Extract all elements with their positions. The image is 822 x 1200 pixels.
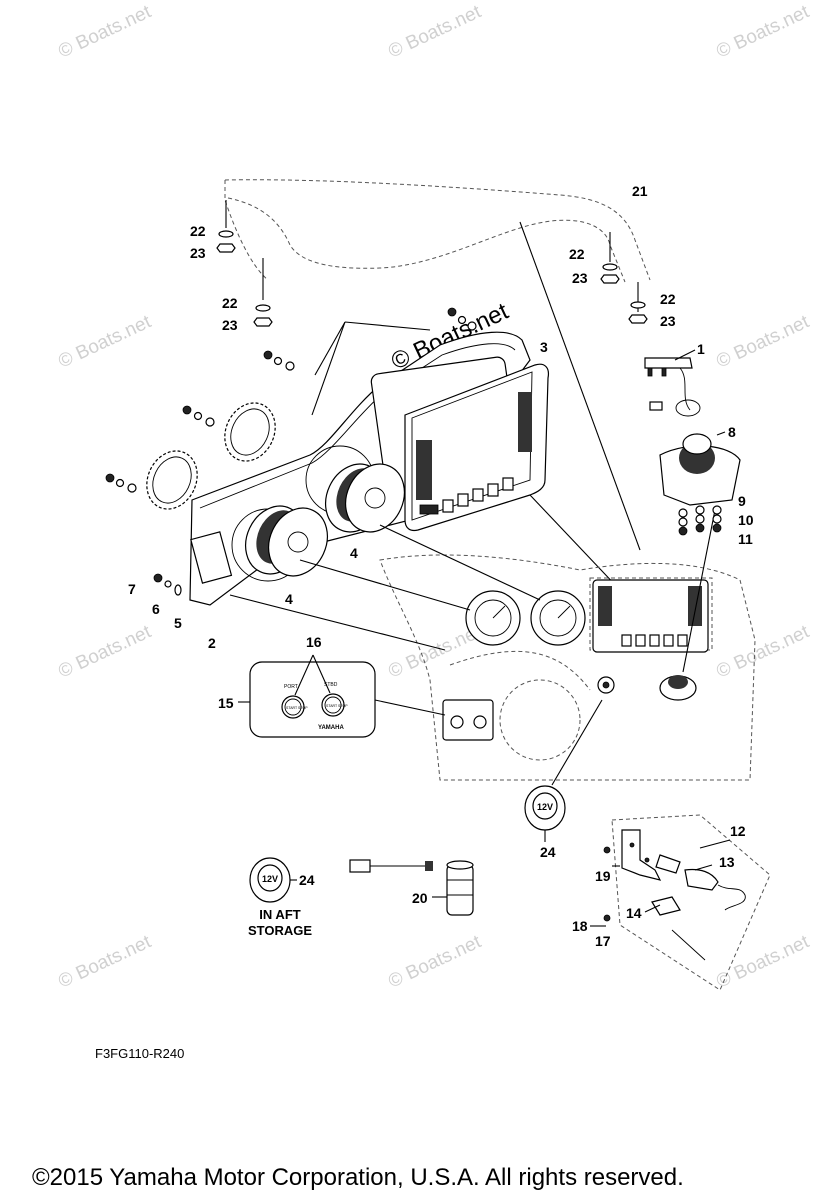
callout-14: 14: [626, 905, 642, 921]
watermark: © Boats.net: [385, 1, 485, 62]
watermark: © Boats.net: [713, 621, 813, 682]
callout-5: 5: [174, 615, 182, 631]
callout-11: 11: [738, 531, 753, 547]
callout-4: 4: [350, 545, 358, 561]
callout-3: 3: [540, 339, 548, 355]
gauge-4-right: [325, 463, 405, 533]
display-3: [404, 363, 621, 591]
aft-storage-label: IN AFT STORAGE: [240, 907, 320, 939]
dashboard-outline: [229, 524, 756, 781]
callout-18: 18: [572, 918, 588, 934]
callout-21: 21: [632, 183, 648, 199]
callout-4: 4: [285, 591, 293, 607]
callout-23: 23: [222, 317, 238, 333]
callout-6: 6: [152, 601, 160, 617]
control-knob-8: [659, 431, 741, 673]
watermark: © Boats.net: [385, 931, 485, 992]
callout-8: 8: [728, 424, 736, 440]
callout-7: 7: [128, 581, 136, 597]
switch-panel-15: PORT STBD START STOP START STOP YAMAHA: [238, 654, 376, 738]
small-hardware: [105, 307, 477, 596]
callout-1: 1: [697, 341, 705, 357]
callout-17: 17: [595, 933, 611, 949]
switch-button-label: START STOP: [326, 704, 348, 708]
switch-stbd-label: STBD: [324, 682, 338, 688]
copyright-notice: ©2015 Yamaha Motor Corporation, U.S.A. A…: [32, 1164, 684, 1191]
fasteners-22-23: [216, 230, 648, 327]
callout-24: 24: [299, 872, 315, 888]
watermark: © Boats.net: [55, 311, 155, 372]
callout-2: 2: [208, 635, 216, 651]
callout-24: 24: [540, 844, 556, 860]
socket-label: 12V: [262, 874, 278, 884]
buzzer-1: [644, 349, 701, 417]
callout-16: 16: [306, 634, 322, 650]
watermark: © Boats.net: [713, 931, 813, 992]
callout-22: 22: [222, 295, 238, 311]
switch-port-label: PORT: [284, 684, 298, 690]
callout-23: 23: [660, 313, 676, 329]
watermark: © Boats.net: [55, 1, 155, 62]
connector-20: [349, 859, 474, 916]
callout-23: 23: [190, 245, 206, 261]
callout-22: 22: [660, 291, 676, 307]
callout-13: 13: [719, 854, 735, 870]
callout-20: 20: [412, 890, 428, 906]
callout-10: 10: [738, 512, 754, 528]
aft-storage-line2: STORAGE: [247, 923, 313, 938]
dash-cover-21: [224, 179, 651, 551]
diagram-code: F3FG110-R240: [95, 1046, 185, 1061]
callout-12: 12: [730, 823, 746, 839]
gauge-4-left: [245, 505, 328, 577]
brand-label: YAMAHA: [318, 725, 344, 731]
callout-15: 15: [218, 695, 234, 711]
callout-19: 19: [595, 868, 611, 884]
callout-22: 22: [190, 223, 206, 239]
aft-storage-line1: IN AFT: [259, 907, 301, 922]
bracket-wiring-12: [590, 814, 771, 991]
callout-23: 23: [572, 270, 588, 286]
watermark: © Boats.net: [713, 311, 813, 372]
socket-24-dash: 12V: [524, 699, 603, 842]
watermark: © Boats.net: [713, 1, 813, 62]
watermark: © Boats.net: [55, 931, 155, 992]
callout-9: 9: [738, 493, 746, 509]
switch-button-label: START STOP: [286, 706, 308, 710]
socket-label: 12V: [537, 802, 553, 812]
callout-22: 22: [569, 246, 585, 262]
callout-labels: 1 2 3 4 4 5 6 7 8 9 10 11 12 13 14 15 16…: [128, 183, 754, 949]
gauge-bezels: [146, 402, 276, 510]
socket-24-aft: 12V: [249, 857, 297, 903]
watermark: © Boats.net: [55, 621, 155, 682]
